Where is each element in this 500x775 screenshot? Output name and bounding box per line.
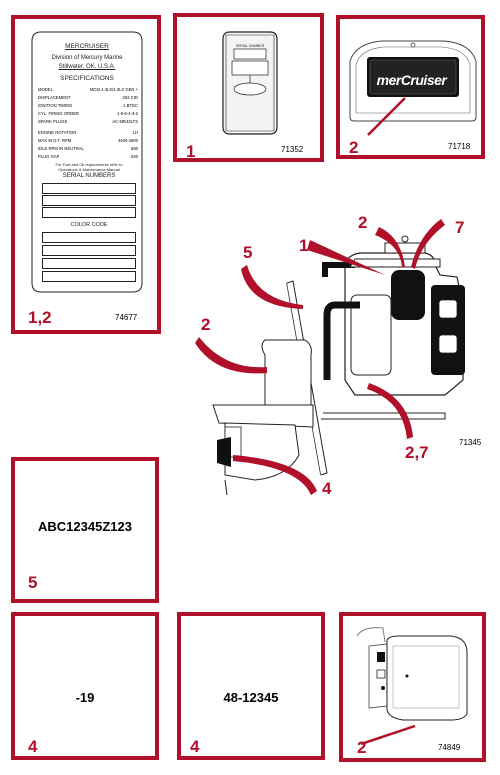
gear-ratio-text: -19 [75, 690, 95, 705]
callout-arrow [195, 337, 267, 374]
callout-arrow [241, 265, 303, 309]
engine-callout-4: 4 [322, 479, 332, 498]
serial-plate-panel: SERIAL NUMBER 1 71352 [173, 13, 324, 162]
spec-label: PLUG GAP [38, 154, 60, 159]
callout-arrow [375, 227, 405, 267]
spec-row: IGNITION TIMING 1 BTDC [38, 103, 138, 111]
spec-value: 650 [131, 146, 138, 151]
part-number-text: 48-12345 [223, 690, 279, 705]
decal-location: Stillwater, OK. U.S.A. [58, 64, 116, 70]
serial-number-box [42, 195, 136, 206]
serial-plate-drawing [222, 31, 278, 135]
spec-value: 1 BTDC [123, 103, 138, 108]
spec-label: IDLE RPM IN NEUTRAL [38, 146, 84, 151]
logo-decal-panel: merCruiser 2 71718 [336, 15, 485, 159]
engine-callout-1: 1 [299, 236, 309, 255]
engine-callout-2-top: 2 [358, 213, 368, 232]
callout-label: 1,2 [28, 308, 52, 327]
color-code-box [42, 258, 136, 269]
figure-number: 74677 [115, 313, 138, 322]
spec-value: 262 CID [122, 95, 138, 100]
decal-fuel-note-2: Operations & Maintenance Manual [58, 167, 120, 172]
serial-decal-panel: ABC12345Z123 5 [11, 457, 159, 603]
spec-label: IGNITION TIMING [38, 103, 73, 108]
color-code-box [42, 232, 136, 243]
callout-arrow [367, 383, 413, 439]
engine-callout-2-left: 2 [201, 315, 211, 334]
spec-row: MAX W.O.T. RPM 4400-4800 [38, 138, 138, 146]
decal-fuel-note-1: For Fuel and Oil requirements refer to [55, 162, 123, 167]
callout-label: 5 [28, 573, 38, 592]
decal-brand: MERCRUISER [65, 43, 109, 50]
spec-row: DISPLACEMENT 262 CID [38, 95, 138, 103]
decal-specs-title: SPECIFICATIONS [60, 75, 114, 82]
gear-ratio-panel: -19 4 [11, 612, 159, 760]
engine-callout-2-7: 2,7 [405, 443, 429, 462]
part-number-panel: 48-12345 4 [177, 612, 325, 760]
mercruiser-logo: merCruiser [376, 72, 447, 88]
callout-arrow [233, 455, 317, 495]
spec-label: CYL. FIRING ORDER [38, 111, 79, 116]
serial-number-box [42, 207, 136, 218]
figure-number: 71352 [281, 145, 304, 154]
decal-division: Division of Mercury Marine [51, 55, 123, 61]
callout-label: 2 [349, 138, 359, 157]
spec-row: ENGINE ROTATION LH [38, 130, 138, 138]
spec-value: 4400-4800 [117, 138, 138, 143]
spec-label: ENGINE ROTATION [38, 130, 77, 135]
decal-serial-title: SERIAL NUMBERS [62, 173, 116, 179]
spec-row: IDLE RPM IN NEUTRAL 650 [38, 146, 138, 154]
spec-value: MCM 4.3LX/4.3LX GEN + [89, 87, 138, 92]
callout-label: 4 [28, 737, 38, 756]
engine-sterndrive-diagram [195, 219, 465, 496]
spec-value: AC-MR43LTS [112, 119, 138, 124]
serial-number-box [42, 183, 136, 194]
callout-label: 2 [357, 738, 367, 757]
decal-spec-rows: MODEL MCM 4.3LX/4.3LX GEN + DISPLACEMENT 2… [38, 87, 138, 162]
engine-cover-drawing [349, 40, 477, 136]
spec-label: SPARK PLUGS [38, 119, 68, 124]
spec-label: DISPLACEMENT [38, 95, 71, 100]
callout-arrow [307, 240, 385, 275]
callout-label: 1 [186, 142, 196, 161]
spec-row: SPARK PLUGS AC-MR43LTS [38, 119, 138, 130]
spec-decal-outline [31, 31, 143, 293]
spec-row: CYL. FIRING ORDER 1-6-5-4-3-2 [38, 111, 138, 119]
callout-label: 4 [190, 737, 200, 756]
color-code-box [42, 271, 136, 282]
engine-callout-5: 5 [243, 243, 253, 262]
spec-row: MODEL MCM 4.3LX/4.3LX GEN + [38, 87, 138, 95]
spec-value: .040 [129, 154, 138, 159]
spec-value: LH [132, 130, 138, 135]
spec-row: PLUG GAP .040 [38, 154, 138, 162]
color-code-box [42, 245, 136, 256]
plate-text: SERIAL NUMBER [235, 44, 265, 48]
spec-decal-panel: MERCRUISER Division of Mercury Marine St… [11, 15, 161, 334]
engine-callout-7: 7 [455, 218, 465, 237]
callout-arrow [411, 219, 445, 269]
figure-number: 71718 [448, 142, 471, 151]
drive-unit-drawing [356, 627, 468, 746]
spec-value: 1-6-5-4-3-2 [117, 111, 138, 116]
drive-unit-panel: 2 74849 [339, 612, 486, 762]
decal-color-title: COLOR CODE [70, 222, 108, 228]
figure-number: 74849 [438, 743, 461, 752]
figure-number: 71345 [459, 438, 482, 447]
serial-decal-text: ABC12345Z123 [38, 519, 132, 534]
spec-label: MODEL [38, 87, 53, 92]
spec-label: MAX W.O.T. RPM [38, 138, 72, 143]
